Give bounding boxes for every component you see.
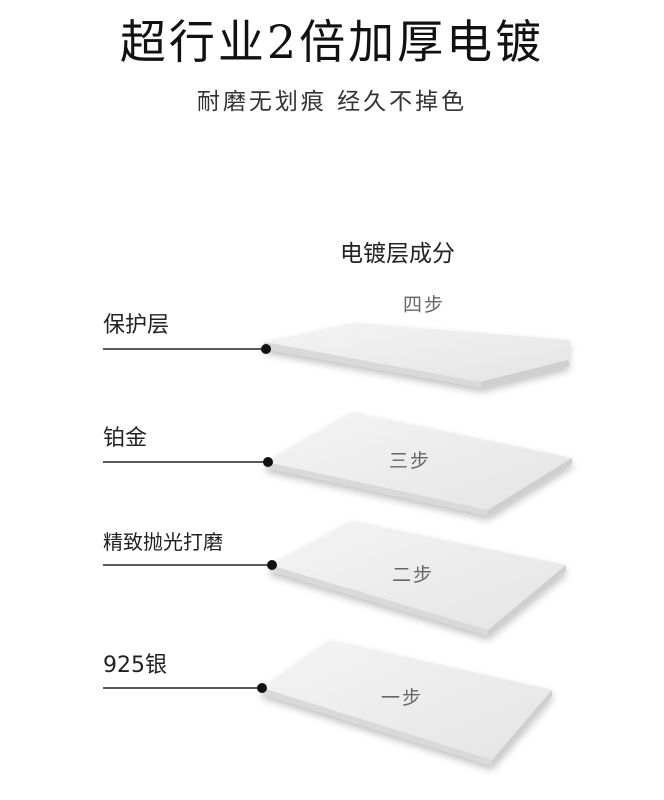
leader-dot xyxy=(263,457,273,467)
layer-label-platinum: 铂金 xyxy=(103,426,148,451)
leader-dot xyxy=(257,683,267,693)
layer-plate-silver xyxy=(262,640,552,766)
page-subtitle: 耐磨无划痕 经久不掉色 xyxy=(196,89,468,115)
step-label-three: 三步 xyxy=(389,450,432,472)
step-label-four: 四步 xyxy=(403,294,446,316)
diagram-title: 电镀层成分 xyxy=(340,241,455,267)
layer-plate-polish xyxy=(270,521,566,636)
leader-dot xyxy=(267,560,277,570)
step-label-one: 一步 xyxy=(381,687,424,709)
layer-label-protective: 保护层 xyxy=(103,313,170,338)
page-title: 超行业2倍加厚电镀 xyxy=(119,15,545,69)
layer-plate-platinum xyxy=(266,412,572,516)
leader-dot xyxy=(261,344,271,354)
layer-label-silver: 925银 xyxy=(103,653,167,678)
layer-plate-protective xyxy=(264,323,570,388)
layer-label-polish: 精致抛光打磨 xyxy=(103,530,223,554)
step-label-two: 二步 xyxy=(392,564,435,586)
